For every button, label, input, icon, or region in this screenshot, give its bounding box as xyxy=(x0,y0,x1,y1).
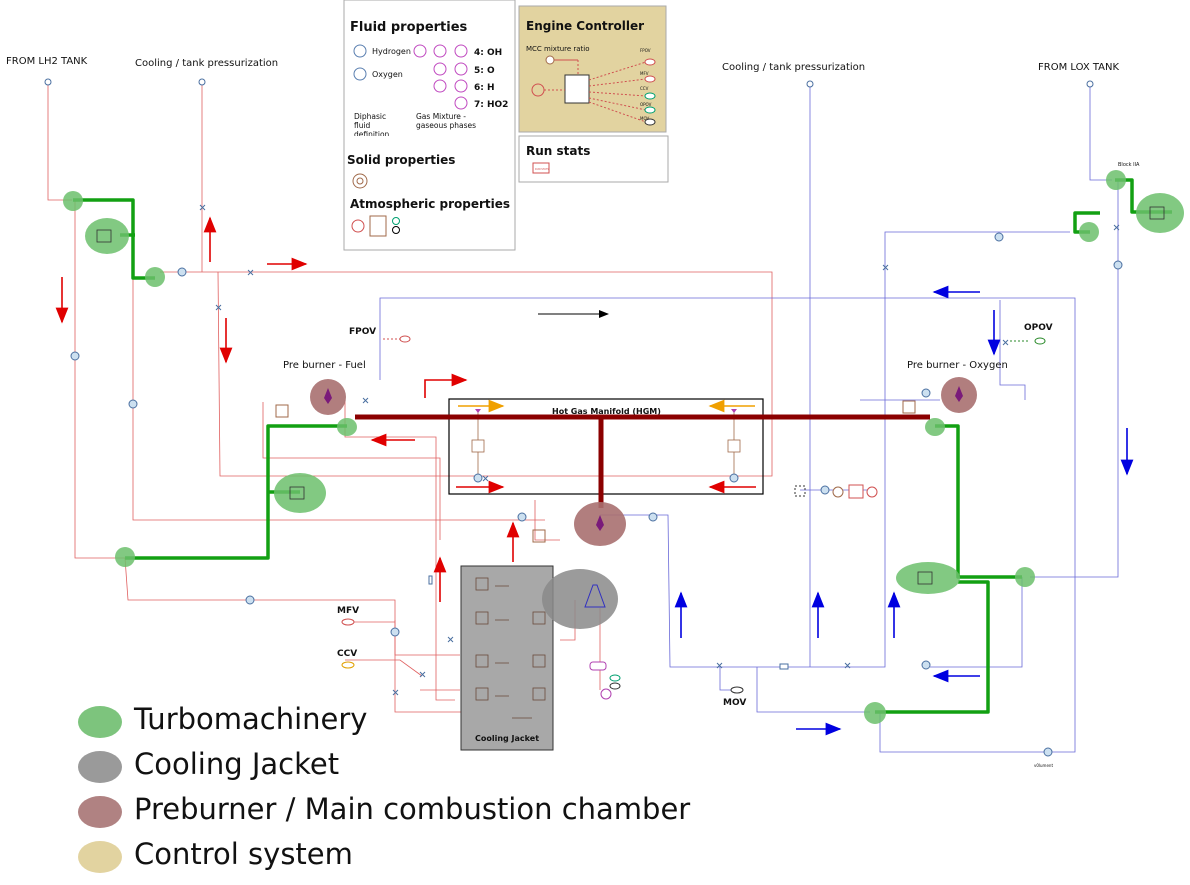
species-label: 5: O xyxy=(474,66,495,76)
cooling-jacket-region xyxy=(542,569,618,629)
fluid-title: Fluid properties xyxy=(350,20,468,35)
species-icon xyxy=(433,44,447,58)
solid-title: Solid properties xyxy=(347,153,455,167)
oxygen-label: Oxygen xyxy=(372,70,403,79)
legend-swatch xyxy=(78,706,122,738)
species-icon xyxy=(454,44,468,58)
diphasic-label: Diphasic fluid definition xyxy=(354,112,390,136)
run-stats-title: Run stats xyxy=(526,144,590,158)
species-icon xyxy=(433,62,447,76)
cooling-jacket: Cooling Jacket xyxy=(460,565,554,751)
hgm-label: Hot Gas Manifold (HGM) xyxy=(552,407,661,416)
hydrogen-icon xyxy=(353,44,367,58)
cooling-jacket-label: Cooling Jacket xyxy=(475,734,539,743)
combustion-chambers: Pre burner - Fuel Pre burner - Oxygen xyxy=(275,360,1008,546)
mov-label: MOV xyxy=(723,698,746,708)
from-lh2-label: FROM LH2 TANK xyxy=(6,56,88,67)
engine-controller-panel: Engine Controller MCC mixture ratio FPOV… xyxy=(518,5,667,133)
hot-gas-line xyxy=(355,414,930,508)
species-label: 4: OH xyxy=(474,48,502,58)
solid-icon xyxy=(352,173,368,189)
atmosphere-icon xyxy=(351,219,365,233)
controller-subtitle: MCC mixture ratio xyxy=(526,45,590,53)
signal-label: MOV xyxy=(640,116,650,121)
gas-mixture-label: Gas Mixture - gaseous phases xyxy=(416,112,477,130)
flow-arrows xyxy=(55,216,1134,736)
mfv-label: MFV xyxy=(337,606,359,616)
cooling-left-label: Cooling / tank pressurization xyxy=(135,58,278,69)
turbomachinery-units xyxy=(63,170,1184,724)
junctions xyxy=(44,78,1123,757)
signal-label: CCV xyxy=(640,86,649,91)
oxygen-lines xyxy=(379,84,1119,753)
oxidizer-controls xyxy=(589,484,878,700)
opov-label: OPOV xyxy=(1024,323,1053,333)
valve-tags: FPOV OPOV MFV CCV MOV Block IIA v0lument xyxy=(337,162,1140,768)
legend-label: Preburner / Main combustion chamber xyxy=(134,792,691,826)
controller-title: Engine Controller xyxy=(526,19,644,33)
run-stats-badge: RUN STATS xyxy=(535,167,549,171)
species-icon xyxy=(454,62,468,76)
signal-label: MFV xyxy=(640,71,649,76)
legend-label: Turbomachinery xyxy=(134,702,368,736)
species-icon xyxy=(454,96,468,110)
legend-swatch xyxy=(78,841,122,873)
nozzle-icon xyxy=(584,584,606,608)
legend-swatch xyxy=(78,796,122,828)
species-icon xyxy=(454,79,468,93)
volument-label: v0lument xyxy=(1034,763,1053,768)
fpov-label: FPOV xyxy=(349,327,376,337)
from-lox-label: FROM LOX TANK xyxy=(1038,62,1120,73)
turbo-shafts xyxy=(73,178,1172,714)
block-label: Block IIA xyxy=(1118,162,1140,168)
fluid-properties-panel: Fluid properties Hydrogen Oxygen 4: OH 5… xyxy=(343,0,516,251)
species-icon xyxy=(433,79,447,93)
run-stats-panel: Run stats RUN STATS xyxy=(518,135,669,183)
pre-oxy-label: Pre burner - Oxygen xyxy=(907,360,1008,371)
species-icon xyxy=(413,44,427,58)
signal-label: OPOV xyxy=(640,102,652,107)
legend-label: Cooling Jacket xyxy=(134,747,340,781)
species-label: 7: HO2 xyxy=(474,100,508,110)
hot-gas-manifold: Hot Gas Manifold (HGM) xyxy=(448,398,764,495)
hydrogen-lines xyxy=(47,84,773,713)
species-label: 6: H xyxy=(474,83,495,93)
legend-swatch xyxy=(78,751,122,783)
legend-label: Control system xyxy=(134,837,353,871)
oxygen-icon xyxy=(353,67,367,81)
signal-label: FPOV xyxy=(640,48,651,53)
ccv-label: CCV xyxy=(337,649,357,659)
pre-fuel-label: Pre burner - Fuel xyxy=(283,360,366,371)
cooling-right-label: Cooling / tank pressurization xyxy=(722,62,865,73)
atmo-title: Atmospheric properties xyxy=(350,197,510,211)
hydrogen-label: Hydrogen xyxy=(372,47,411,56)
